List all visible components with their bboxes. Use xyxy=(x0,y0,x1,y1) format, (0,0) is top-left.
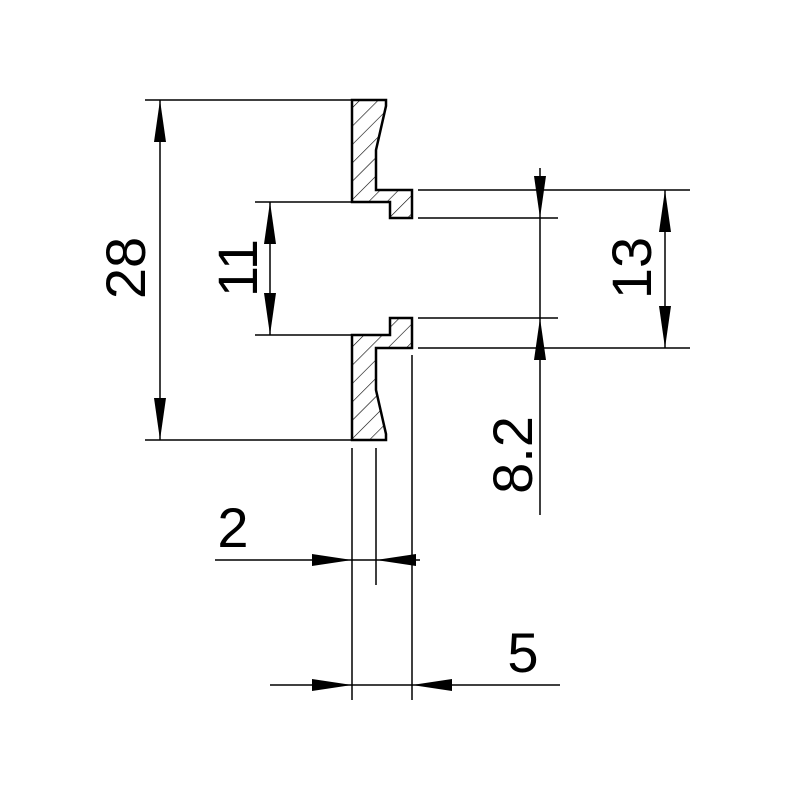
arrowhead-up xyxy=(264,202,276,244)
dimension-boss: 13 xyxy=(418,189,690,349)
dim-label-counterbore: 11 xyxy=(206,239,269,297)
dimension-counterbore: 11 xyxy=(206,201,352,336)
section-lower-half xyxy=(350,316,414,442)
dimension-thickness: 2 xyxy=(215,448,420,700)
arrowhead-left xyxy=(412,679,452,691)
arrowhead-up xyxy=(534,318,546,360)
dimension-hole: 8.2 xyxy=(418,168,558,515)
arrowhead-left xyxy=(376,554,416,566)
arrowhead-right xyxy=(312,554,352,566)
section-upper-half xyxy=(350,98,414,220)
arrowhead-right xyxy=(312,679,352,691)
arrowhead-up xyxy=(154,100,166,142)
part-cross-section xyxy=(350,98,414,442)
dim-label-overall-height: 28 xyxy=(94,237,157,299)
dimension-overall-height: 28 xyxy=(94,99,352,441)
dim-label-hole: 8.2 xyxy=(481,416,544,494)
arrowhead-down xyxy=(264,293,276,335)
dimension-depth: 5 xyxy=(270,355,560,700)
arrowhead-down xyxy=(154,398,166,440)
dim-label-depth: 5 xyxy=(507,621,538,684)
dim-label-thickness: 2 xyxy=(217,496,248,559)
dim-label-boss: 13 xyxy=(600,237,663,299)
arrowhead-down xyxy=(534,176,546,218)
arrowhead-down xyxy=(659,306,671,348)
arrowhead-up xyxy=(659,190,671,232)
